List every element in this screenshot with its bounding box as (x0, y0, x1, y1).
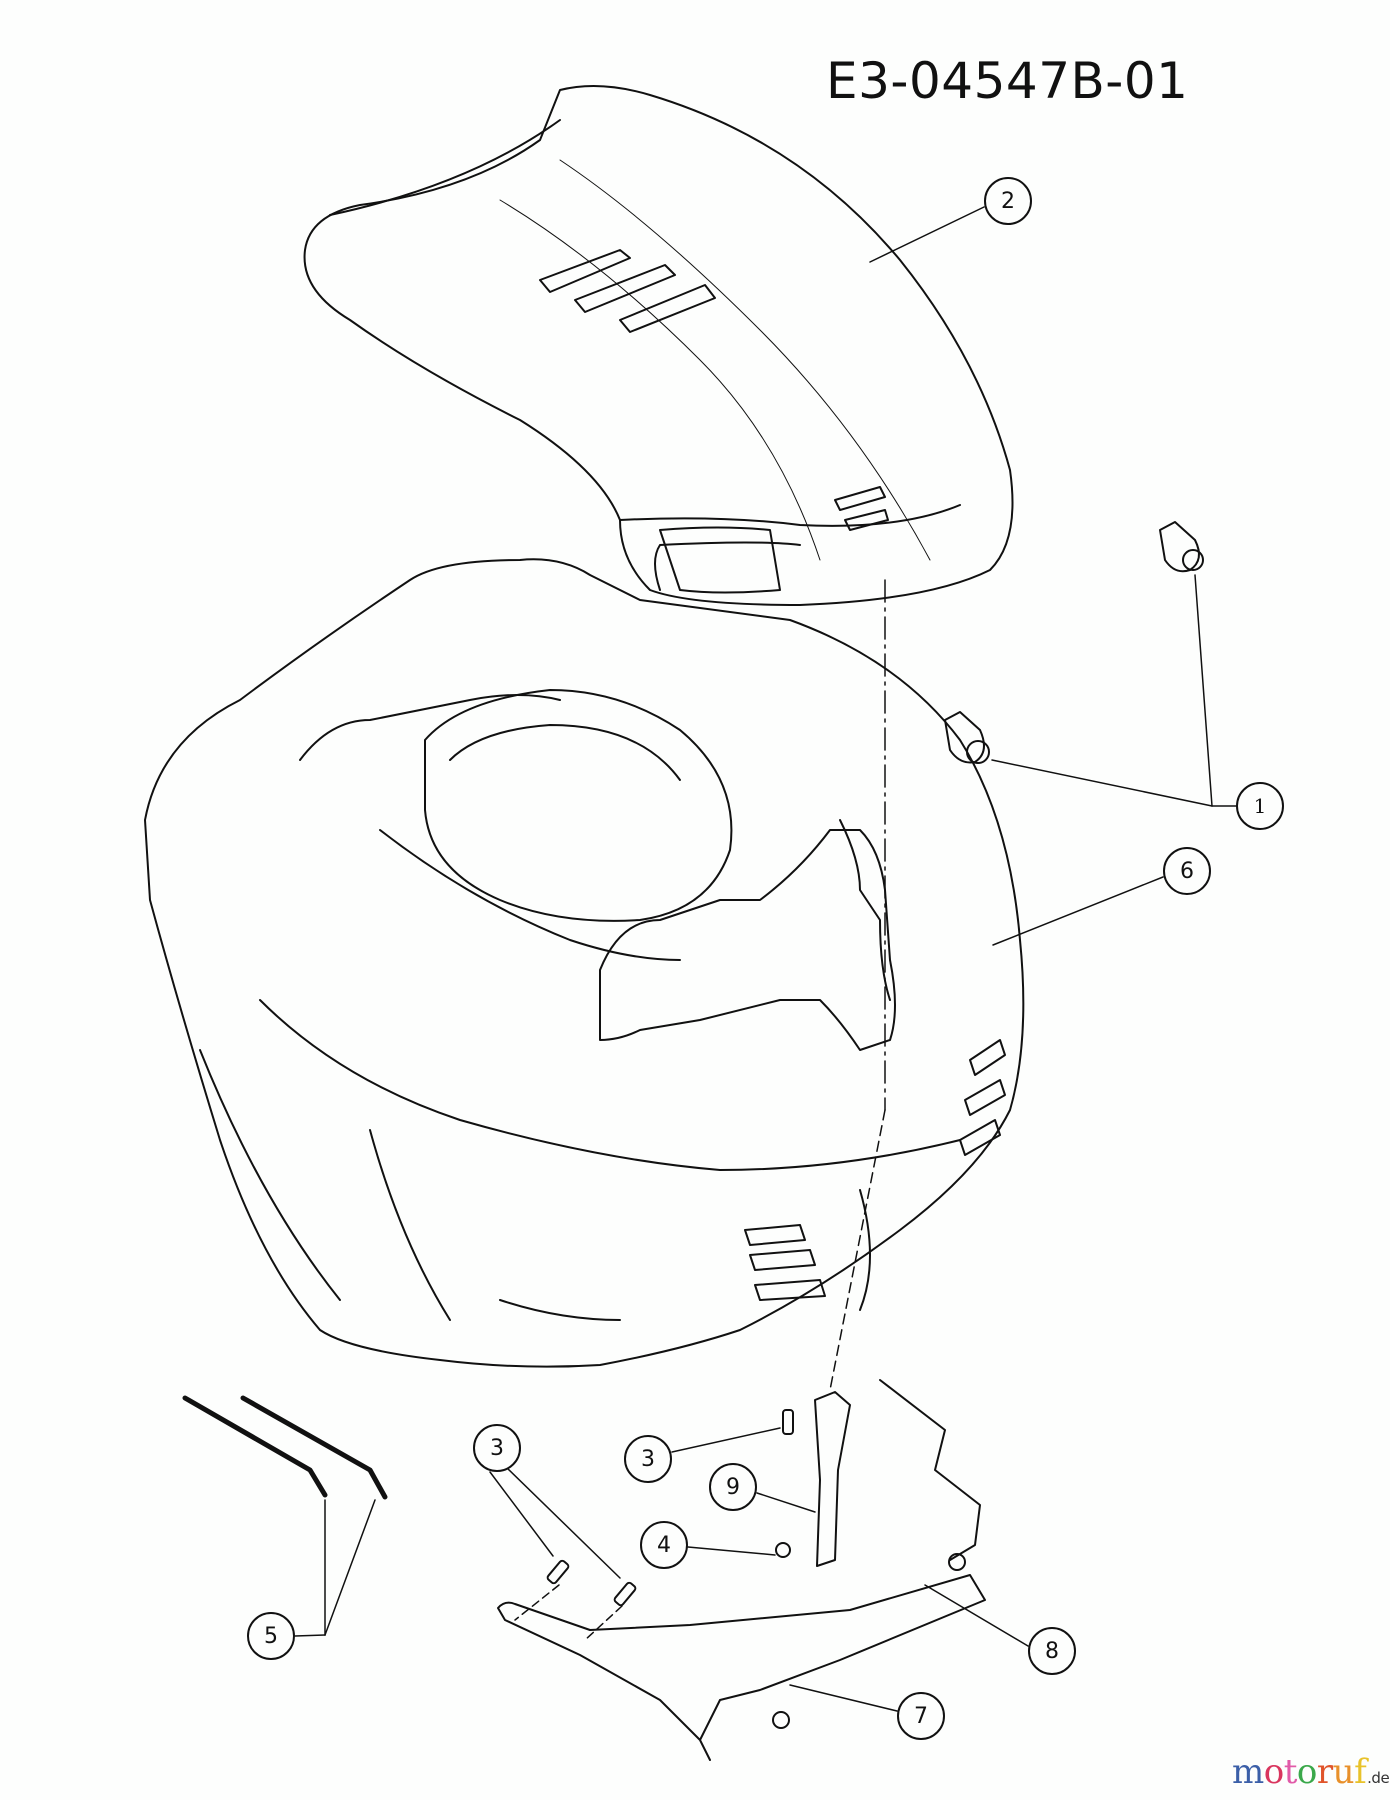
callout-3-mid: 3 (624, 1435, 672, 1483)
callout-2: 2 (984, 177, 1032, 225)
headlights (944, 521, 1204, 764)
logo-letter: m (1232, 1752, 1264, 1792)
callout-3-left: 3 (473, 1424, 521, 1472)
motoruf-logo: motoruf.de (1232, 1752, 1390, 1792)
fasteners (514, 1409, 794, 1729)
leader-lines (294, 206, 1238, 1712)
logo-letter: t (1283, 1752, 1298, 1792)
diagram-part-number: E3-04547B-01 (826, 52, 1189, 110)
callout-6: 6 (1163, 847, 1211, 895)
logo-letter: u (1332, 1752, 1355, 1792)
logo-tld: .de (1367, 1769, 1390, 1787)
callout-8: 8 (1028, 1627, 1076, 1675)
support-frame (497, 1379, 986, 1761)
callout-9: 9 (709, 1463, 757, 1511)
hood-body (144, 558, 1025, 1368)
logo-letter: o (1263, 1752, 1284, 1792)
logo-letter: o (1296, 1752, 1317, 1792)
callout-4: 4 (640, 1521, 688, 1569)
callout-1: 1 (1236, 782, 1284, 830)
logo-letter: f (1354, 1752, 1367, 1792)
logo-letter: r (1316, 1752, 1333, 1792)
callout-5: 5 (247, 1612, 295, 1660)
wire-harnesses (182, 1395, 388, 1500)
callout-7: 7 (897, 1692, 945, 1740)
hood-top-cover (303, 85, 1014, 606)
